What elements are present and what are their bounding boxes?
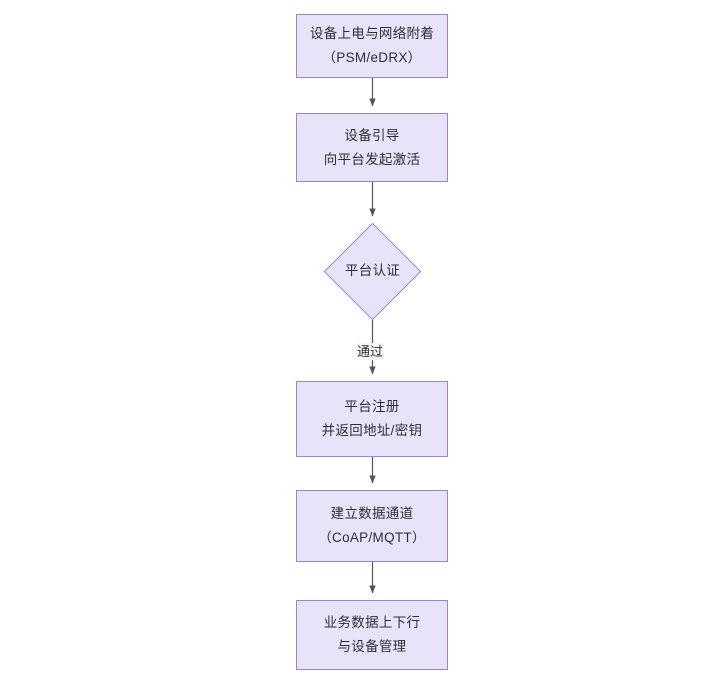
flow-node-label: 建立数据通道 （CoAP/MQTT）: [318, 506, 426, 545]
flow-node-label: 设备上电与网络附着 （PSM/eDRX）: [309, 26, 435, 65]
flow-node-platform-register[interactable]: 平台注册 并返回地址/密钥: [296, 381, 448, 457]
edge-label-pass: 通过: [356, 343, 385, 360]
flow-node-platform-auth[interactable]: 平台认证: [323, 222, 422, 320]
edge-label-text: 通过: [357, 344, 384, 359]
flow-node-device-bootstrap[interactable]: 设备引导 向平台发起激活: [296, 113, 448, 182]
flow-node-business-data[interactable]: 业务数据上下行 与设备管理: [296, 600, 448, 670]
flow-node-label: 业务数据上下行 与设备管理: [323, 615, 421, 654]
flow-node-device-power-on[interactable]: 设备上电与网络附着 （PSM/eDRX）: [296, 14, 448, 78]
flow-node-label: 设备引导 向平台发起激活: [323, 127, 421, 167]
flow-node-data-channel[interactable]: 建立数据通道 （CoAP/MQTT）: [296, 490, 448, 562]
flow-node-label: 平台注册 并返回地址/密钥: [321, 399, 423, 438]
flow-node-label: 平台认证: [344, 263, 401, 278]
